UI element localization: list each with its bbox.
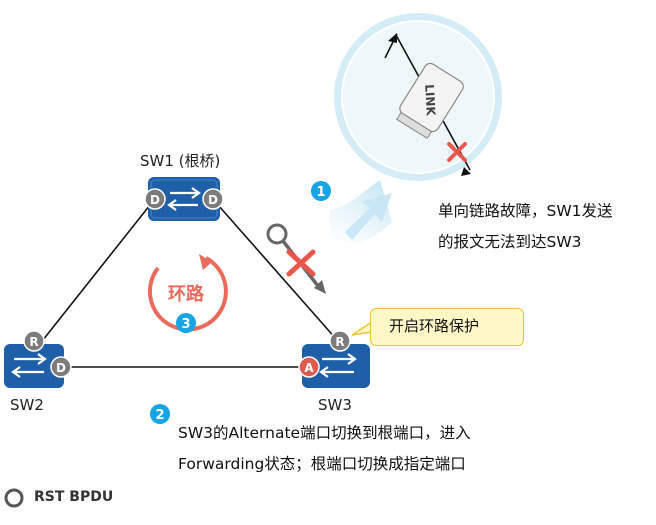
sw2-label: SW2 [10, 396, 44, 414]
rst-bpdu-legend-icon [4, 488, 24, 508]
port-sw2-top-root: R [23, 330, 45, 352]
port-sw1-left-designated: D [144, 188, 166, 210]
step2-line1: SW3的Alternate端口切换到根端口，进入 [178, 424, 471, 442]
link-magnifier: LINK [334, 13, 502, 181]
svg-text:1: 1 [316, 185, 325, 200]
svg-text:2: 2 [155, 408, 164, 423]
sw3-label: SW3 [318, 396, 352, 414]
blocked-cross-icon [286, 249, 316, 277]
callout-pointer [351, 320, 373, 336]
svg-text:D: D [150, 193, 160, 207]
svg-text:R: R [335, 335, 344, 349]
svg-text:3: 3 [181, 317, 190, 332]
switch-sw2[interactable] [4, 344, 64, 388]
sw1-label: SW1 (根桥) [140, 152, 221, 170]
svg-text:D: D [56, 361, 66, 375]
svg-text:A: A [304, 361, 314, 375]
step1-line2: 的报文无法到达SW3 [438, 233, 582, 251]
switch-sw1[interactable] [148, 177, 220, 221]
magnifier-beam [330, 180, 392, 243]
step1-note: 单向链路故障，SW1发送 的报文无法到达SW3 [438, 196, 613, 258]
step-badge-2: 2 [150, 404, 170, 424]
svg-text:D: D [208, 193, 218, 207]
port-sw1-right-designated: D [202, 188, 224, 210]
loop-protection-callout: 开启环路保护 [370, 308, 524, 346]
switch-sw3[interactable] [302, 344, 370, 388]
step2-line2: Forwarding状态；根端口切换成指定端口 [178, 455, 466, 473]
fiber-cross-icon [447, 142, 467, 162]
step-badge-1: 1 [311, 181, 331, 201]
link-sw1-sw2 [34, 204, 151, 351]
port-sw3-left-alternate: A [298, 356, 320, 378]
step1-line1: 单向链路故障，SW1发送 [438, 202, 613, 220]
switch-arrows-icon [167, 187, 201, 211]
switch-arrows-icon [11, 353, 47, 378]
legend-label: RST BPDU [34, 489, 114, 505]
link-sw1-sw3 [217, 204, 338, 341]
step-badge-3: 3 [176, 313, 196, 333]
loop-indicator: 环路 [147, 254, 228, 332]
bpdu-blocked [266, 223, 326, 294]
port-sw2-right-designated: D [50, 356, 72, 378]
link-label: LINK [422, 84, 438, 117]
loop-label: 环路 [168, 283, 205, 305]
switch-arrows-icon [319, 353, 357, 378]
port-sw3-top-root: R [329, 330, 351, 352]
svg-text:R: R [29, 335, 38, 349]
beam-arrow [345, 193, 392, 240]
step2-note: SW3的Alternate端口切换到根端口，进入 Forwarding状态；根端… [178, 418, 471, 480]
